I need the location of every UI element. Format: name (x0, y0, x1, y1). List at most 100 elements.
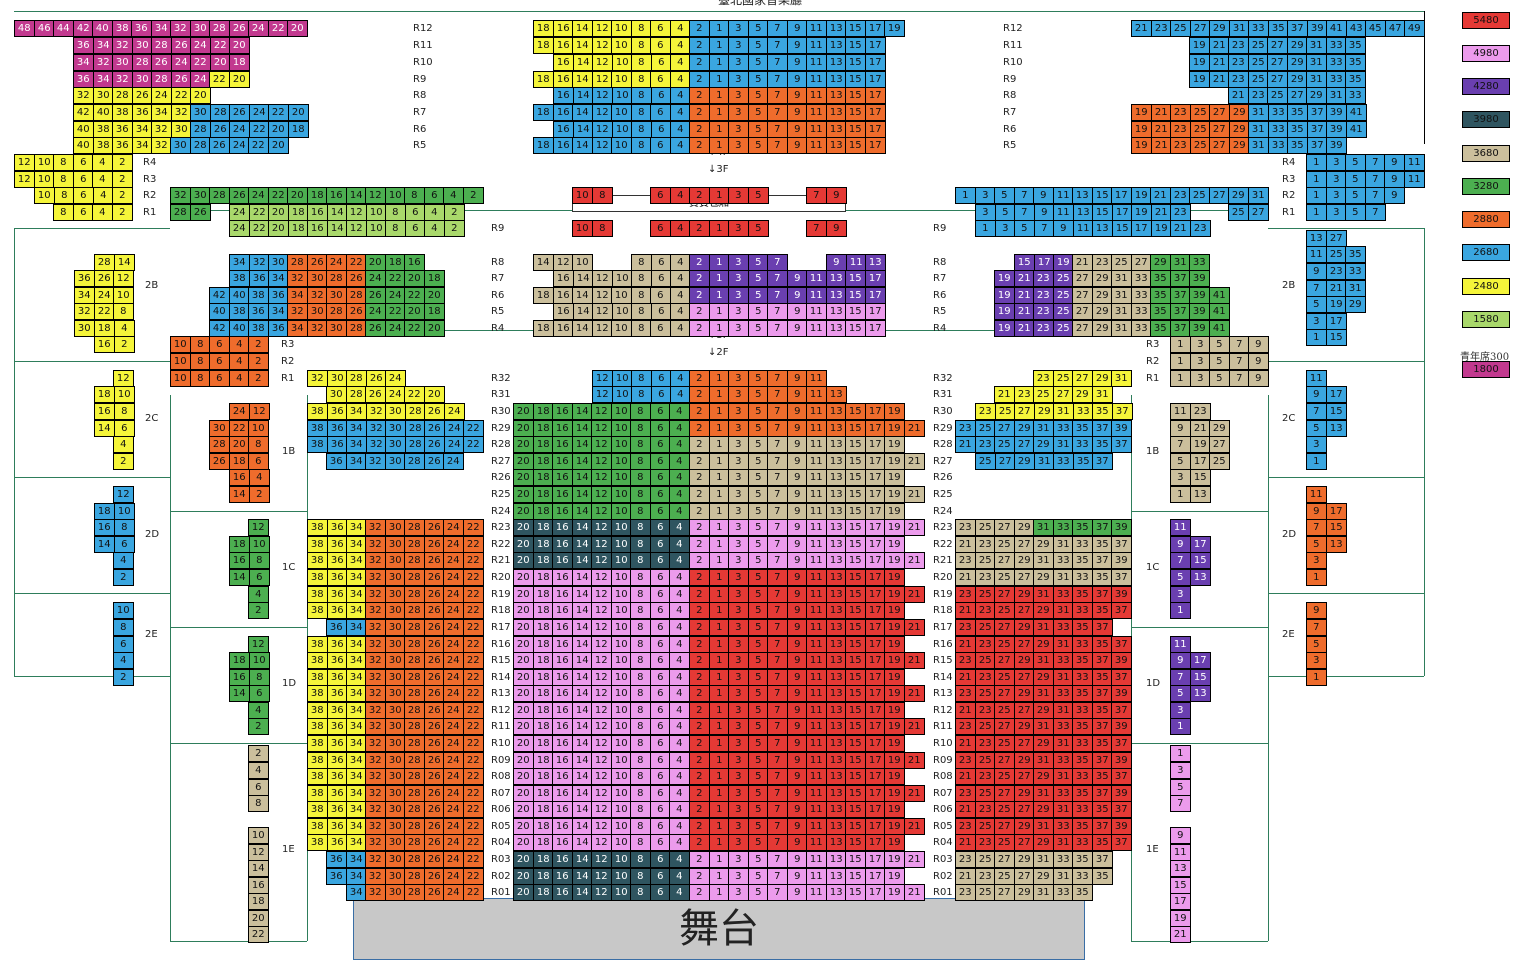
seat[interactable]: 18 (533, 652, 554, 669)
seat[interactable]: 36 (327, 818, 348, 835)
seat[interactable]: 17 (1034, 254, 1055, 271)
seat[interactable]: 26 (229, 20, 250, 37)
seat[interactable]: 11 (1306, 486, 1327, 503)
seat[interactable]: 8 (631, 71, 652, 88)
seat[interactable]: 24 (229, 220, 250, 237)
seat[interactable]: 14 (572, 851, 593, 868)
seat[interactable]: 8 (631, 270, 652, 287)
seat[interactable]: 4 (670, 386, 691, 403)
seat[interactable]: 29 (1033, 436, 1054, 453)
seat[interactable]: 28 (326, 303, 347, 320)
seat[interactable]: 16 (552, 619, 573, 636)
seat[interactable]: 28 (326, 270, 347, 287)
seat[interactable]: 32 (74, 303, 95, 320)
seat[interactable]: 38 (307, 519, 328, 536)
seat[interactable]: 3 (728, 320, 749, 337)
seat[interactable]: 31 (1034, 453, 1055, 470)
seat[interactable]: 23 (1170, 137, 1191, 154)
seat[interactable]: 2 (689, 768, 710, 785)
seat[interactable]: 9 (787, 735, 808, 752)
seat[interactable]: 7 (767, 619, 788, 636)
seat[interactable]: 7 (767, 436, 788, 453)
seat[interactable]: 12 (553, 254, 574, 271)
seat[interactable]: 23 (955, 752, 976, 769)
seat[interactable]: 25 (1053, 320, 1074, 337)
seat[interactable]: 5 (1170, 453, 1191, 470)
seat[interactable]: 35 (1072, 718, 1093, 735)
seat[interactable]: 9 (787, 104, 808, 121)
seat[interactable]: 28 (132, 54, 153, 71)
seat[interactable]: 19 (1170, 910, 1191, 927)
seat[interactable]: 26 (94, 270, 115, 287)
seat[interactable]: 27 (1014, 735, 1035, 752)
seat[interactable]: 37 (1092, 685, 1113, 702)
seat[interactable]: 20 (513, 619, 534, 636)
seat[interactable]: 18 (533, 519, 554, 536)
seat[interactable]: 3 (1326, 187, 1347, 204)
seat[interactable]: 1 (709, 187, 730, 204)
seat[interactable]: 6 (650, 868, 671, 885)
seat[interactable]: 32 (365, 868, 386, 885)
seat[interactable]: 7 (767, 652, 788, 669)
seat[interactable]: 25 (975, 652, 996, 669)
seat[interactable]: 26 (424, 752, 445, 769)
seat[interactable]: 11 (806, 685, 827, 702)
seat[interactable]: 25 (975, 453, 996, 470)
seat[interactable]: 23 (1190, 403, 1211, 420)
seat[interactable]: 13 (1190, 569, 1211, 586)
seat[interactable]: 30 (132, 37, 153, 54)
seat[interactable]: 24 (190, 71, 211, 88)
seat[interactable]: 23 (1092, 254, 1113, 271)
seat[interactable]: 19 (1131, 137, 1152, 154)
seat[interactable]: 23 (1033, 303, 1054, 320)
seat[interactable]: 5 (748, 436, 769, 453)
seat[interactable]: 16 (552, 735, 573, 752)
seat[interactable]: 15 (845, 320, 866, 337)
seat[interactable]: 6 (650, 436, 671, 453)
seat[interactable]: 25 (994, 669, 1015, 686)
seat[interactable]: 8 (630, 486, 651, 503)
seat[interactable]: 24 (385, 287, 406, 304)
seat[interactable]: 36 (132, 104, 153, 121)
seat[interactable]: 18 (533, 851, 554, 868)
seat[interactable]: 38 (307, 652, 328, 669)
seat[interactable]: 15 (845, 104, 866, 121)
seat[interactable]: 4 (113, 436, 134, 453)
seat[interactable]: 35 (1092, 636, 1113, 653)
seat[interactable]: 27 (1014, 868, 1035, 885)
seat[interactable]: 13 (826, 403, 847, 420)
seat[interactable]: 20 (513, 669, 534, 686)
seat[interactable]: 28 (151, 37, 172, 54)
seat[interactable]: 10 (611, 619, 632, 636)
seat[interactable]: 28 (405, 403, 426, 420)
seat[interactable]: 14 (572, 420, 593, 437)
seat[interactable]: 15 (845, 768, 866, 785)
seat[interactable]: 14 (572, 469, 593, 486)
seat[interactable]: 27 (994, 519, 1015, 536)
seat[interactable]: 28 (404, 669, 425, 686)
seat[interactable]: 26 (424, 536, 445, 553)
seat[interactable]: 23 (975, 868, 996, 885)
seat[interactable]: 12 (591, 552, 612, 569)
seat[interactable]: 8 (190, 353, 211, 370)
seat[interactable]: 7 (767, 104, 788, 121)
seat[interactable]: 6 (651, 303, 672, 320)
seat[interactable]: 34 (346, 752, 367, 769)
seat[interactable]: 29 (1014, 519, 1035, 536)
seat[interactable]: 15 (845, 552, 866, 569)
seat[interactable]: 29 (1033, 801, 1054, 818)
seat[interactable]: 13 (826, 752, 847, 769)
seat[interactable]: 22 (248, 137, 269, 154)
seat[interactable]: 16 (552, 702, 573, 719)
seat[interactable]: 21 (1151, 137, 1172, 154)
seat[interactable]: 12 (591, 735, 612, 752)
seat[interactable]: 26 (229, 104, 250, 121)
seat[interactable]: 5 (748, 519, 769, 536)
seat[interactable]: 2 (112, 187, 133, 204)
seat[interactable]: 16 (552, 536, 573, 553)
seat[interactable]: 23 (955, 818, 976, 835)
seat[interactable]: 37 (1111, 735, 1132, 752)
seat[interactable]: 11 (1170, 403, 1191, 420)
seat[interactable]: 5 (748, 187, 769, 204)
seat[interactable]: 2 (689, 834, 710, 851)
